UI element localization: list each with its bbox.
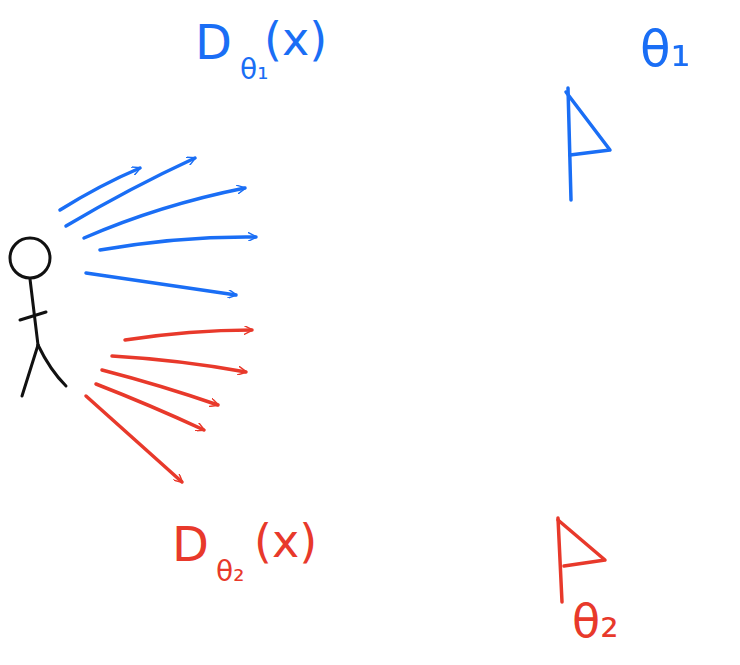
model-symbol: D xyxy=(172,520,209,568)
stick-figure xyxy=(10,238,66,396)
red-flag xyxy=(558,518,605,602)
argument: (x) xyxy=(264,16,327,62)
parameter-label: θ₁ xyxy=(640,24,691,74)
parameter-label: θ₂ xyxy=(572,598,619,644)
subscript: θ₂ xyxy=(216,558,244,586)
red-arrows xyxy=(86,330,252,482)
blue-flag xyxy=(566,88,610,200)
argument: (x) xyxy=(254,518,317,564)
model-symbol: D xyxy=(195,18,232,66)
blue-arrows xyxy=(60,158,256,295)
